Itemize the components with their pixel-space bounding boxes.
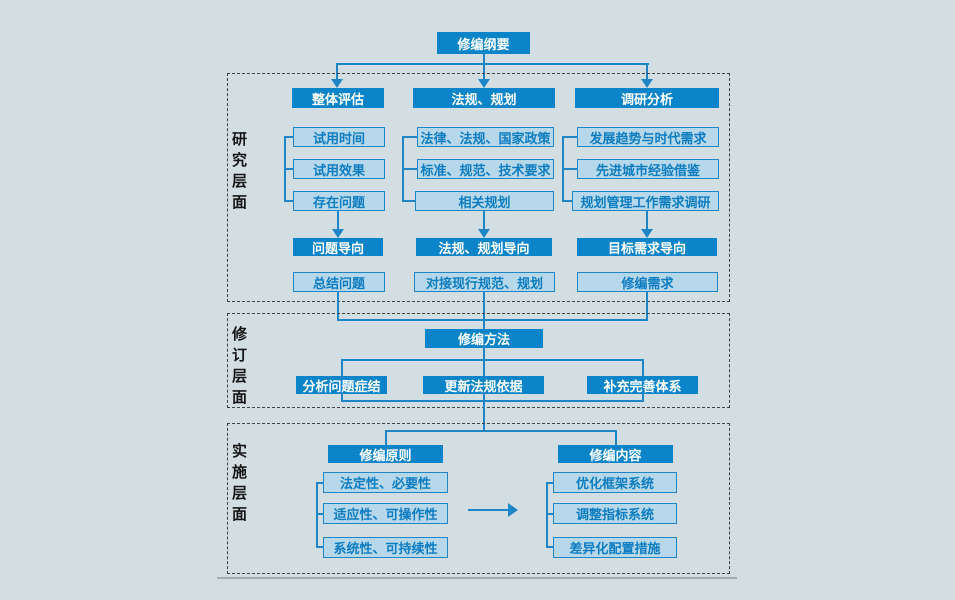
node-problem-oriented: 问题导向 [293,238,383,256]
section-label-revision: 修订层面 [230,326,247,410]
node-legality-necessity: 法定性、必要性 [323,472,448,493]
connector [318,513,323,515]
node-development-trends: 发展趋势与时代需求 [577,127,719,147]
connector [341,359,343,376]
node-improve-system: 补充完善体系 [587,376,698,394]
connector [483,348,485,361]
connector [286,168,293,170]
connector [286,136,293,138]
connector [564,136,577,138]
connector [286,200,293,202]
connector [564,200,572,202]
node-update-legal-basis: 更新法规依据 [423,376,544,394]
connector [336,63,338,80]
divider-line [217,577,737,579]
node-systematic-sustainability: 系统性、可持续性 [323,537,448,558]
connector [318,482,323,484]
section-research-box [227,73,730,302]
section-label-research: 研究层面 [230,131,247,215]
arrow-down-icon [641,79,653,88]
node-existing-problems: 存在问题 [293,191,385,211]
connector [483,292,485,321]
node-research-analysis: 调研分析 [575,88,719,108]
node-adjust-indicators: 调整指标系统 [553,503,677,524]
connector [341,394,343,402]
connector [548,546,553,548]
connector [483,63,485,80]
node-revision-demand: 修编需求 [577,272,718,292]
node-differentiated-allocation: 差异化配置措施 [553,537,677,558]
node-trial-effect: 试用效果 [293,159,385,179]
connector [546,482,548,548]
connector [646,292,648,321]
node-management-research: 规划管理工作需求调研 [572,191,719,211]
connector [318,546,323,548]
connector [337,211,339,229]
node-trial-time: 试用时间 [293,127,385,147]
connector [316,482,318,548]
connector [385,430,387,445]
connector [336,63,649,65]
connector [337,319,648,321]
node-laws-planning: 法规、规划 [413,88,555,108]
connector [483,211,485,229]
connector [646,211,648,229]
node-revision-content: 修编内容 [558,445,673,463]
arrow-down-icon [331,79,343,88]
node-laws-planning-oriented: 法规、规划导向 [416,238,552,256]
node-summarize-problems: 总结问题 [293,272,385,292]
arrow-down-icon [332,229,344,238]
node-align-standards: 对接现行规范、规划 [414,272,555,292]
connector [483,359,485,376]
connector [337,292,339,321]
node-related-planning: 相关规划 [415,191,554,211]
arrow-down-icon [478,79,490,88]
connector [404,200,415,202]
connector [341,359,644,361]
node-city-experience: 先进城市经验借鉴 [577,159,719,179]
connector [483,394,485,402]
node-optimize-framework: 优化框架系统 [553,472,677,493]
connector [483,319,485,329]
connector [404,136,417,138]
connector [562,136,564,202]
node-standards-requirements: 标准、规范、技术要求 [417,159,554,179]
connector [402,136,404,202]
node-overall-evaluation: 整体评估 [292,88,384,108]
node-analyze-problems: 分析问题症结 [296,376,387,394]
connector [483,400,485,431]
node-revision-method: 修编方法 [425,329,543,348]
connector [548,482,553,484]
connector [642,359,644,376]
connector [385,430,617,432]
node-adaptability-operability: 适应性、可操作性 [323,503,448,524]
connector [615,430,617,445]
connector [284,136,286,202]
connector [483,54,485,64]
node-revision-outline: 修编纲要 [437,32,530,54]
arrow-down-icon [478,229,490,238]
arrow-down-icon [641,229,653,238]
connector [468,509,510,511]
connector [564,168,577,170]
connector [404,168,417,170]
node-laws-policies: 法律、法规、国家政策 [417,127,554,147]
arrow-right-icon [508,503,518,517]
section-revision-box [227,313,730,408]
connector [642,394,644,402]
node-revision-principles: 修编原则 [328,445,443,463]
connector [548,513,553,515]
section-implementation-box [227,423,730,574]
node-goal-demand-oriented: 目标需求导向 [577,238,717,256]
section-label-implementation: 实施层面 [230,443,247,527]
connector [341,400,644,402]
connector [646,63,648,80]
